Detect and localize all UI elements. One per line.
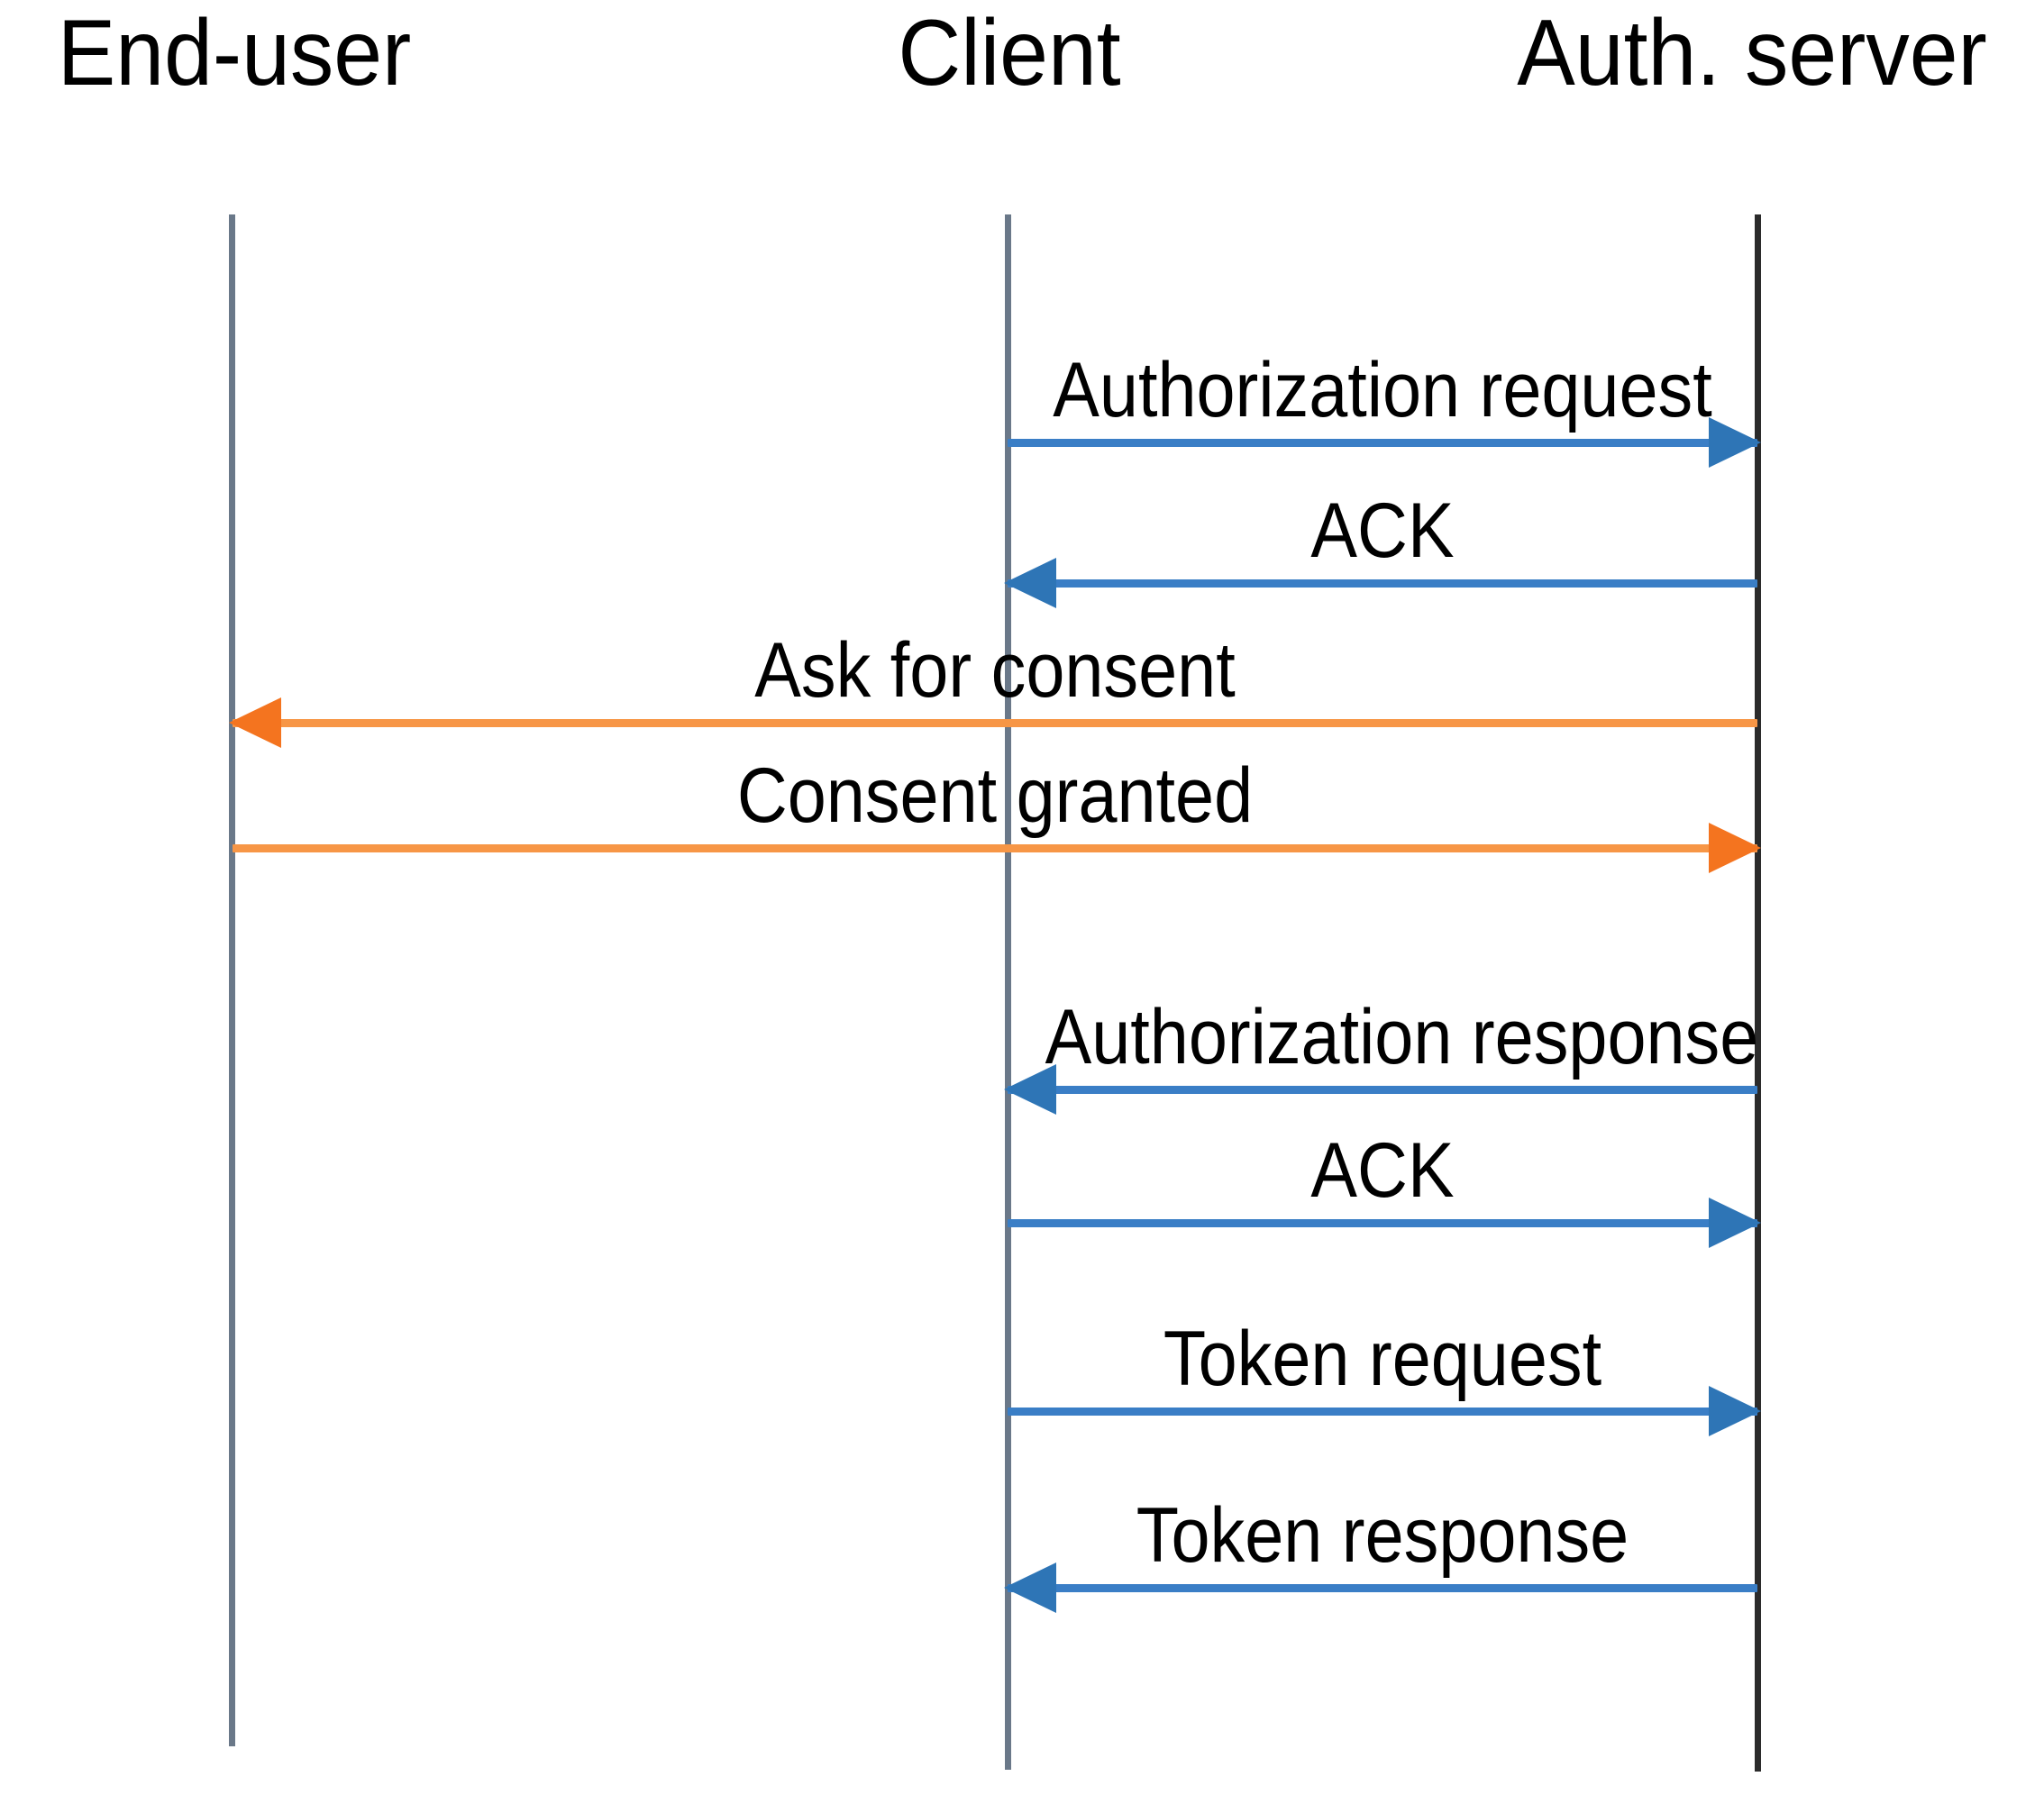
message-line-8 [1008,1584,1757,1592]
message-label-5: Authorization response [1045,994,1759,1080]
lifeline-auth-server [1755,214,1761,1772]
message-line-5 [1008,1086,1757,1094]
arrowhead-left-8 [1004,1562,1056,1613]
participant-header-end-user: End-user [57,1,412,105]
arrowhead-right-4 [1709,823,1761,873]
message-line-1 [1008,439,1757,447]
message-label-8: Token response [1136,1492,1629,1579]
arrowhead-right-1 [1709,417,1761,468]
message-line-7 [1008,1408,1757,1416]
message-line-6 [1008,1219,1757,1227]
message-line-3 [233,719,1757,727]
message-label-2: ACK [1310,487,1455,574]
participant-header-auth-server: Auth. server [1517,1,1987,105]
arrowhead-right-7 [1709,1386,1761,1436]
arrowhead-left-2 [1004,558,1056,608]
lifeline-client [1005,214,1011,1770]
lifeline-end-user [229,214,235,1746]
arrowhead-right-6 [1709,1198,1761,1248]
message-line-2 [1008,579,1757,588]
participant-header-client: Client [898,1,1121,105]
message-label-4: Consent granted [736,752,1254,839]
message-line-4 [233,844,1757,852]
arrowhead-left-3 [229,697,281,748]
message-label-1: Authorization request [1053,347,1712,433]
message-label-6: ACK [1310,1127,1455,1214]
arrowhead-left-5 [1004,1064,1056,1115]
message-label-7: Token request [1163,1316,1602,1402]
message-label-3: Ask for consent [754,627,1236,714]
